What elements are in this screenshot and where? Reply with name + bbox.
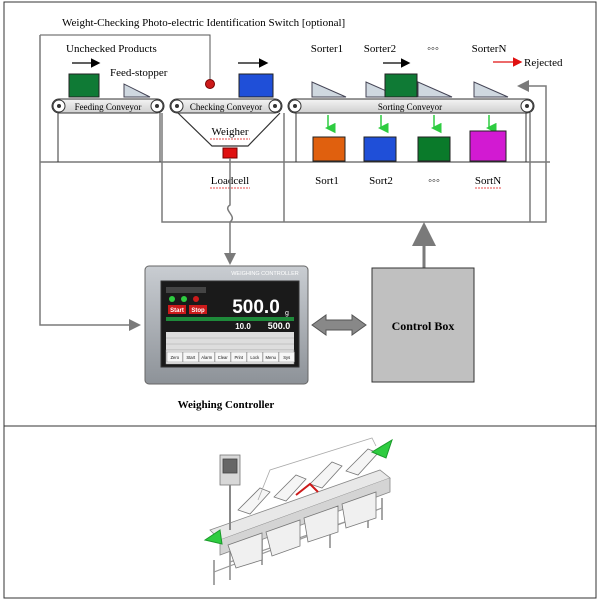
- feed-stopper-wedge: [123, 83, 151, 98]
- sorting-frame: [295, 113, 527, 162]
- controller-soft-button: [198, 351, 215, 363]
- sorting-conveyor: Sorting Conveyor: [287, 98, 535, 114]
- small-value-1: 10.0: [235, 322, 251, 331]
- unchecked-products-label: Unchecked Products: [66, 43, 157, 55]
- weigher-label: Weigher: [212, 126, 249, 138]
- loadcell-block: [222, 147, 238, 159]
- controller-soft-button-label: Clear: [218, 355, 229, 360]
- sorter-label: SorterN: [472, 43, 507, 55]
- controller-soft-button-label: Print: [234, 355, 243, 360]
- photo-switch-line: [40, 34, 211, 80]
- loadcell-to-controller-line: [224, 158, 236, 265]
- controller-soft-button: [182, 351, 199, 363]
- sort-label: SortN: [475, 175, 501, 187]
- machine-input-arrow: [203, 529, 223, 545]
- checking-product-box: [238, 73, 274, 98]
- controller-soft-button: [230, 351, 247, 363]
- sorter-wedge: [417, 81, 453, 98]
- sorter-wedge: [311, 81, 347, 98]
- photo-to-controller-line: [39, 35, 141, 331]
- weighing-controller-label: Weighing Controller: [178, 399, 275, 411]
- rejected-label: Rejected: [524, 57, 563, 69]
- sort-box: [417, 136, 451, 162]
- feeding-conveyor: Feeding Conveyor: [51, 98, 165, 114]
- sorting-conveyor-label: Sorting Conveyor: [378, 102, 442, 112]
- controller-soft-button-label: Menu: [266, 355, 277, 360]
- controller-soft-button-label: Sys: [283, 355, 290, 360]
- unchecked-product-box: [68, 73, 100, 98]
- sorter-label: Sorter1: [311, 43, 343, 55]
- checking-conveyor: Checking Conveyor: [169, 98, 283, 114]
- stop-label: Stop: [191, 308, 205, 314]
- weigher-frame: [177, 112, 281, 147]
- sort-label: Sort2: [369, 175, 393, 187]
- machine-output-arrow: [370, 438, 393, 459]
- signal-loop-line: [161, 80, 547, 223]
- controller-soft-button-label: Lock: [250, 355, 260, 360]
- controller-soft-button: [214, 351, 231, 363]
- sort-box: [363, 136, 397, 162]
- controller-soft-button-label: Start: [186, 355, 196, 360]
- controller-soft-button-label: Alarm: [201, 355, 212, 360]
- weight-unit: g: [285, 310, 289, 317]
- sort-box: [312, 136, 346, 162]
- photo-switch-label: Weight-Checking Photo-electric Identific…: [62, 17, 345, 29]
- sorter-labels: Sorter1 Sorter2 ◦◦◦ SorterN: [311, 43, 507, 55]
- main-weight-reading: 500.0: [232, 297, 280, 318]
- sort-box: [469, 130, 507, 162]
- controller-header: WEIGHING CONTROLLER: [231, 271, 299, 277]
- sort-label: Sort1: [315, 175, 339, 187]
- controller-soft-button: [262, 351, 279, 363]
- feed-stopper-label: Feed-stopper: [110, 67, 168, 79]
- stop-indicator: [189, 305, 207, 314]
- controller-soft-button: [166, 351, 183, 363]
- small-value-2: 500.0: [268, 321, 291, 331]
- sorter-wedge: [473, 81, 509, 98]
- control-box: [371, 267, 475, 383]
- controller-button-row: Zero Start Alarm Clear Print Lock Menu Sys: [166, 351, 295, 363]
- sorter2-product-box: [384, 73, 418, 98]
- sort-label: ◦◦◦: [428, 175, 440, 187]
- control-box-label: Control Box: [392, 319, 455, 333]
- sorter-label: Sorter2: [364, 43, 396, 55]
- controller-soft-button: [246, 351, 263, 363]
- feeding-conveyor-label: Feeding Conveyor: [75, 102, 142, 112]
- controller-soft-button: [278, 351, 295, 363]
- controller-soft-button-label: Zero: [170, 355, 179, 360]
- sorter-label: ◦◦◦: [427, 43, 439, 55]
- controller-controlbox-link: [311, 314, 367, 336]
- checking-conveyor-label: Checking Conveyor: [190, 102, 262, 112]
- weighing-controller: WEIGHING CONTROLLER Start Stop 500.0 g 1…: [144, 265, 309, 385]
- start-label: Start: [170, 308, 184, 314]
- photo-switch-indicator: [205, 79, 215, 89]
- start-indicator: [168, 305, 186, 314]
